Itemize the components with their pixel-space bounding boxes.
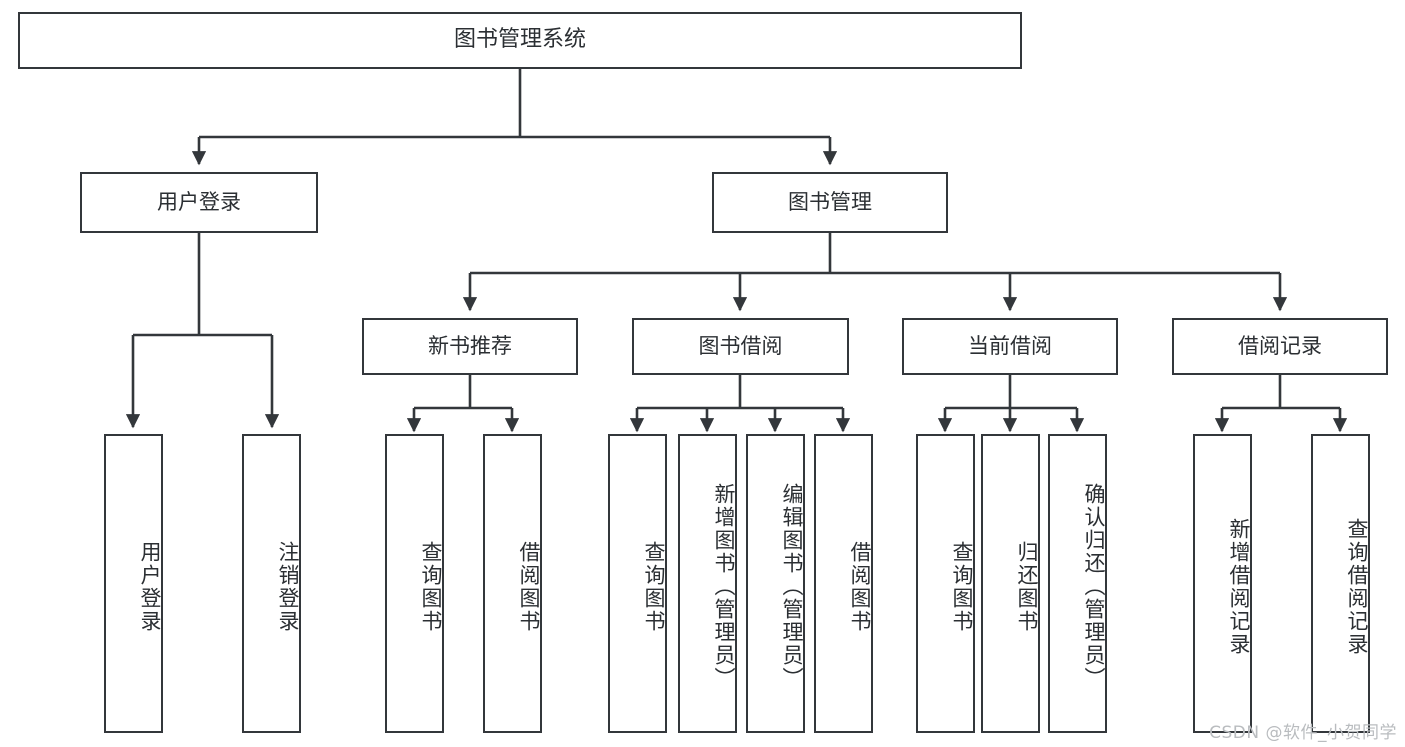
node-leaf-add-record[interactable]: 新增借阅记录 — [1193, 434, 1252, 733]
watermark: CSDN @软件_小贺同学 — [1209, 723, 1397, 743]
node-borrow-record-label: 借阅记录 — [1238, 333, 1322, 358]
node-new-book-recommend[interactable]: 新书推荐 — [362, 318, 578, 375]
node-leaf-query-book-2-label: 查询图书 — [642, 540, 666, 633]
node-leaf-query-book-3-label: 查询图书 — [950, 540, 974, 633]
node-current-borrow[interactable]: 当前借阅 — [902, 318, 1118, 375]
node-leaf-query-book-1[interactable]: 查询图书 — [385, 434, 444, 733]
node-leaf-confirm-return-label: 确认归还（管理员） — [1082, 483, 1106, 690]
node-leaf-borrow-book-1-label: 借阅图书 — [517, 540, 541, 633]
node-leaf-return-book[interactable]: 归还图书 — [981, 434, 1040, 733]
node-book-borrow-label: 图书借阅 — [698, 333, 783, 358]
node-leaf-query-record[interactable]: 查询借阅记录 — [1311, 434, 1370, 733]
node-leaf-query-book-1-label: 查询图书 — [419, 540, 443, 633]
node-current-borrow-label: 当前借阅 — [968, 333, 1052, 358]
node-leaf-add-book[interactable]: 新增图书（管理员） — [678, 434, 737, 733]
node-book-management-label: 图书管理 — [788, 189, 872, 214]
node-borrow-record[interactable]: 借阅记录 — [1172, 318, 1388, 375]
node-leaf-query-book-2[interactable]: 查询图书 — [608, 434, 667, 733]
node-book-management[interactable]: 图书管理 — [712, 172, 948, 233]
node-user-login[interactable]: 用户登录 — [80, 172, 318, 233]
node-book-borrow[interactable]: 图书借阅 — [632, 318, 849, 375]
node-new-book-recommend-label: 新书推荐 — [428, 333, 512, 358]
node-leaf-borrow-book-2[interactable]: 借阅图书 — [814, 434, 873, 733]
node-leaf-edit-book-label: 编辑图书（管理员） — [780, 483, 804, 690]
node-leaf-add-book-label: 新增图书（管理员） — [712, 483, 736, 690]
node-leaf-logout-login-label: 注销登录 — [276, 540, 300, 633]
node-leaf-edit-book[interactable]: 编辑图书（管理员） — [746, 434, 805, 733]
node-root[interactable]: 图书管理系统 — [18, 12, 1022, 69]
node-leaf-confirm-return[interactable]: 确认归还（管理员） — [1048, 434, 1107, 733]
node-leaf-return-book-label: 归还图书 — [1015, 540, 1039, 633]
node-leaf-user-login[interactable]: 用户登录 — [104, 434, 163, 733]
node-leaf-add-record-label: 新增借阅记录 — [1227, 517, 1251, 656]
node-user-login-label: 用户登录 — [157, 189, 241, 214]
node-leaf-logout-login[interactable]: 注销登录 — [242, 434, 301, 733]
node-leaf-borrow-book-2-label: 借阅图书 — [848, 540, 872, 633]
node-leaf-borrow-book-1[interactable]: 借阅图书 — [483, 434, 542, 733]
node-root-label: 图书管理系统 — [453, 27, 586, 53]
node-leaf-user-login-label: 用户登录 — [138, 540, 162, 633]
node-leaf-query-record-label: 查询借阅记录 — [1345, 517, 1369, 656]
node-leaf-query-book-3[interactable]: 查询图书 — [916, 434, 975, 733]
